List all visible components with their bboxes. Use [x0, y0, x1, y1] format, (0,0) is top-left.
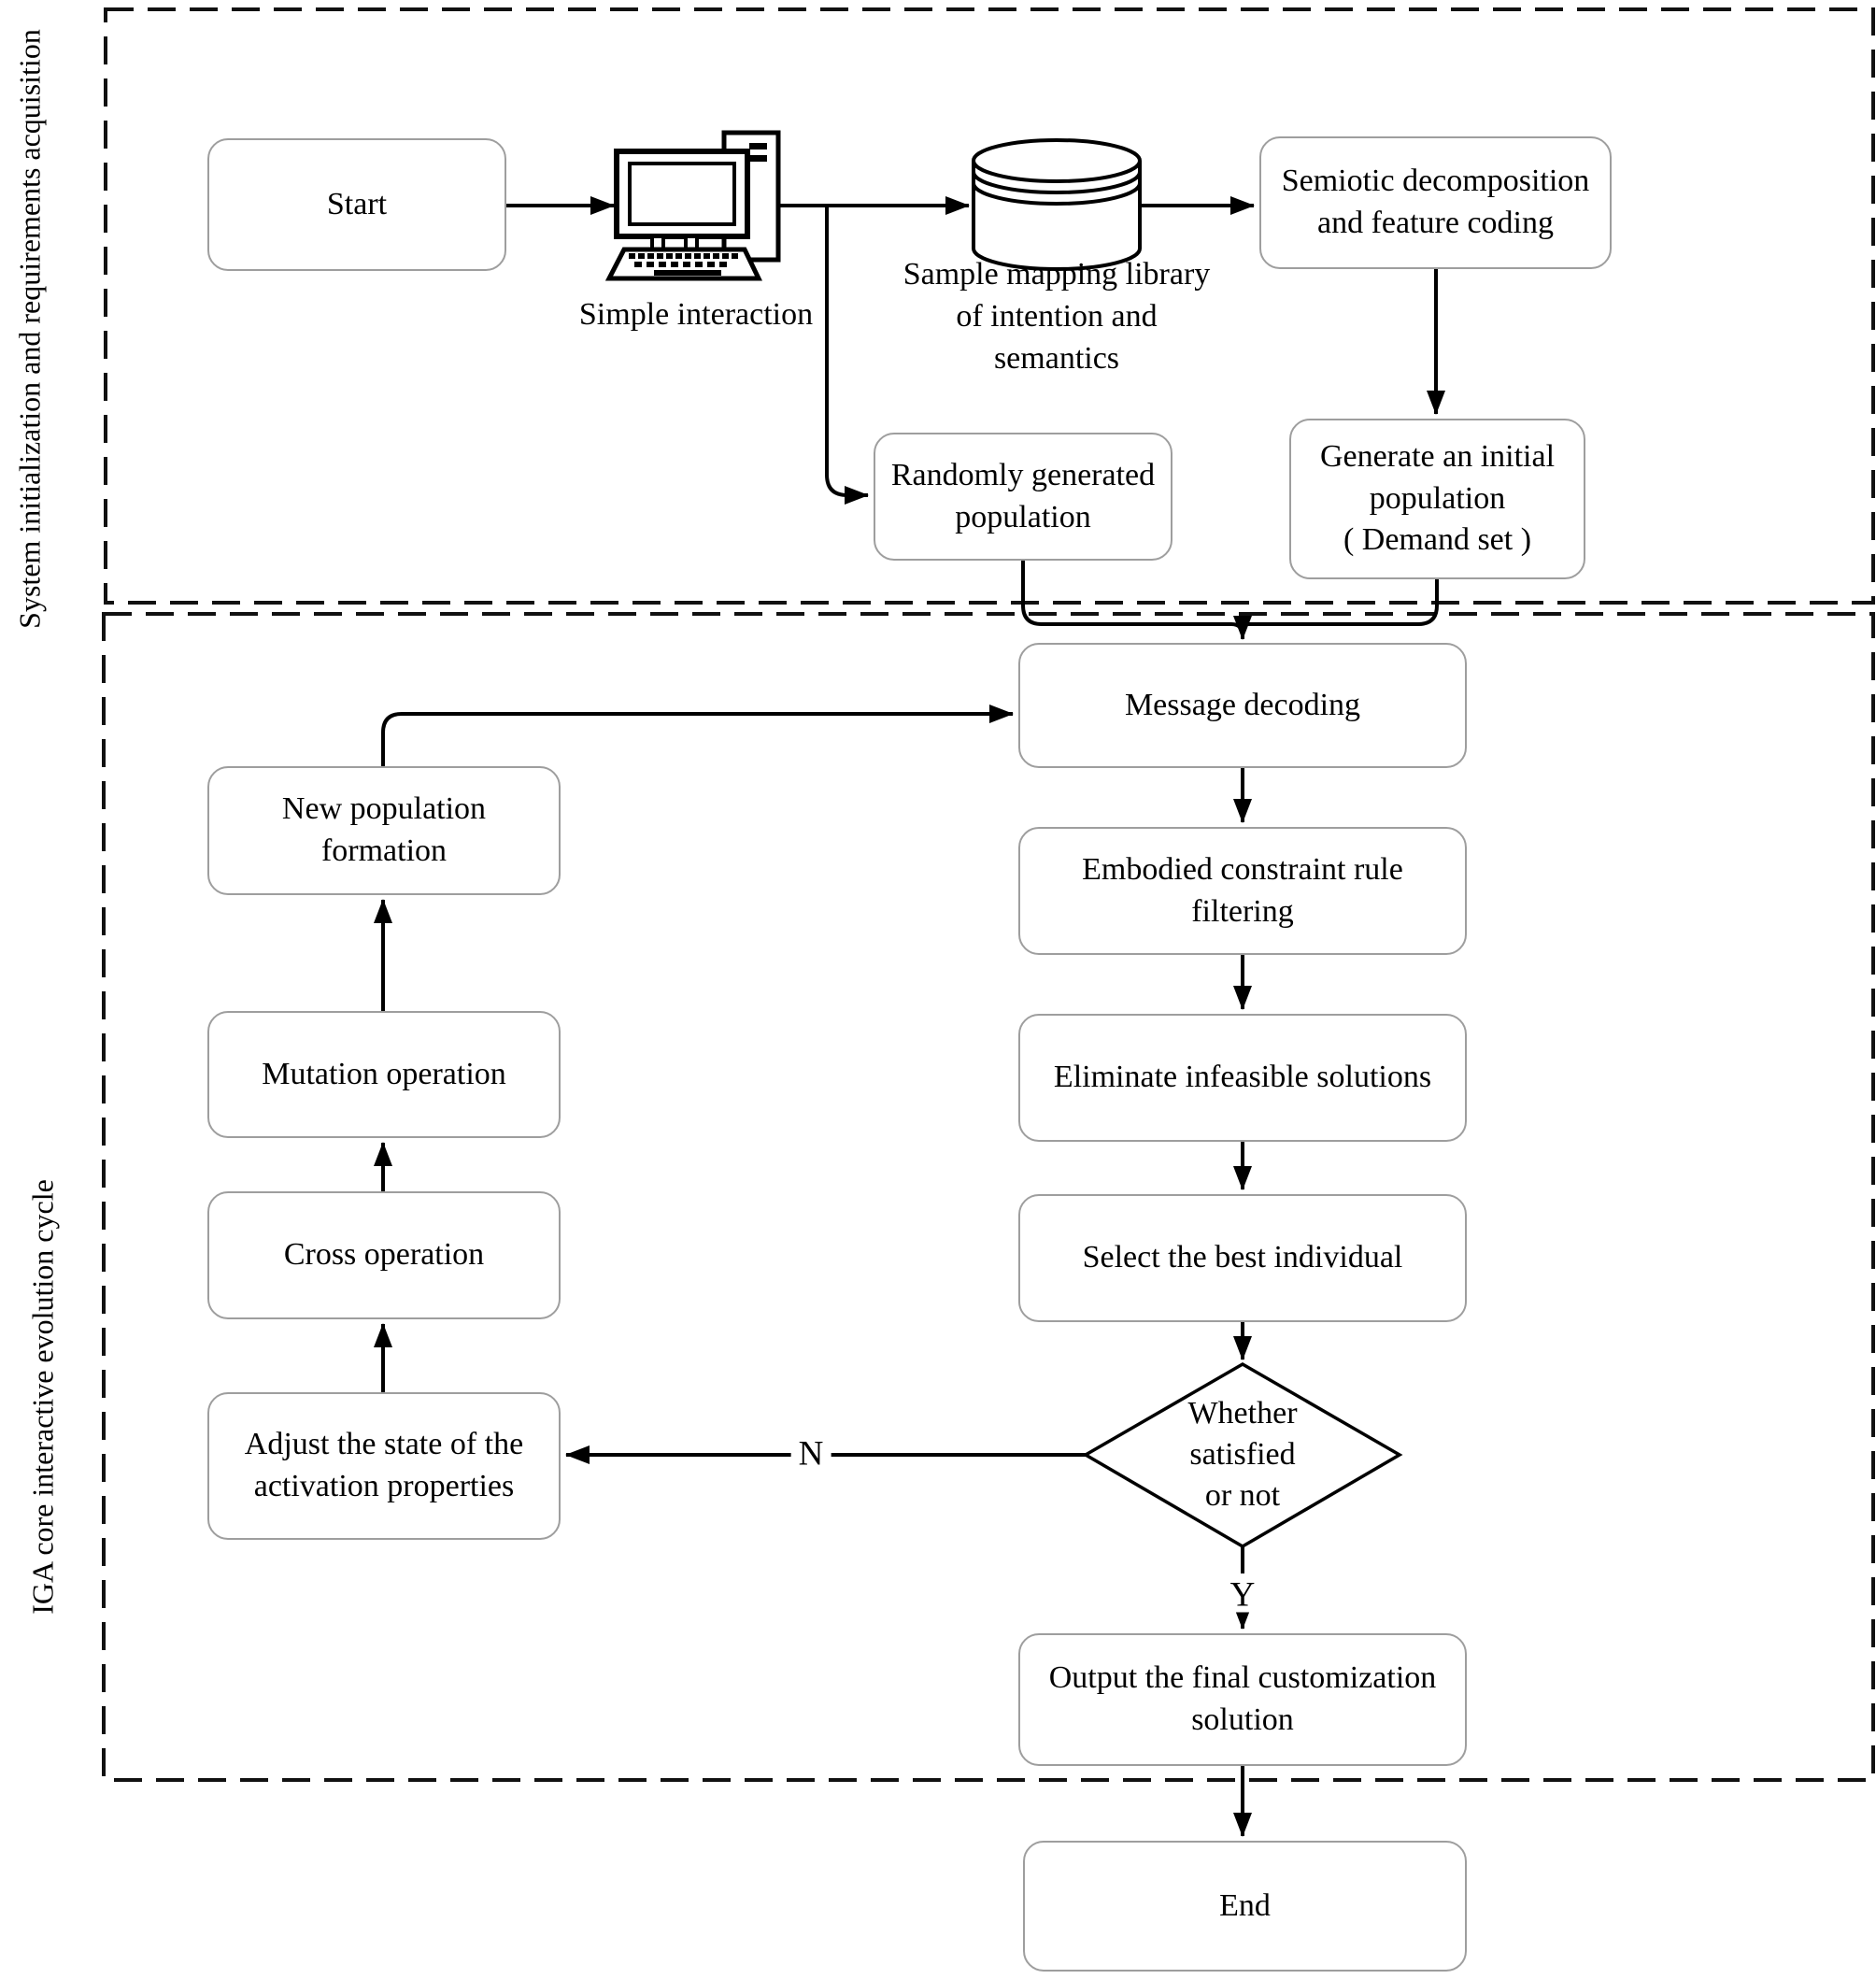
- node-label: End: [1219, 1887, 1271, 1923]
- select-best-node: Select the best individual: [1018, 1194, 1467, 1322]
- node-label: or not: [1204, 1478, 1281, 1514]
- node-label: Semiotic decomposition: [1281, 164, 1590, 199]
- initial-population-node: Generate an initial population ( Demand …: [1289, 419, 1585, 579]
- node-label: Sample mapping library: [902, 257, 1211, 292]
- node-label: solution: [1191, 1702, 1294, 1737]
- node-label: population: [1369, 480, 1506, 516]
- arrow-new-population-to-message-decoding: [381, 705, 1014, 766]
- node-label: formation: [320, 833, 448, 868]
- database-cylinder-icon: [972, 138, 1142, 271]
- node-label: Select the best individual: [1082, 1240, 1403, 1275]
- node-label: filtering: [1191, 893, 1294, 929]
- node-label: Simple interaction: [578, 297, 814, 332]
- section-frame-evolution-cycle: [102, 612, 1875, 1782]
- section-frame-initialization: [104, 7, 1875, 605]
- new-population-node: New population formation: [207, 766, 561, 895]
- node-label: Message decoding: [1124, 687, 1361, 722]
- decision-node-text: Whether satisfied or not: [1102, 1383, 1383, 1527]
- constraint-filtering-node: Embodied constraint rule filtering: [1018, 827, 1467, 955]
- random-population-node: Randomly generated population: [874, 433, 1172, 561]
- node-label: Whether: [1187, 1395, 1298, 1431]
- node-label: New population: [281, 791, 487, 827]
- node-label: Cross operation: [283, 1237, 485, 1273]
- node-label: semantics: [993, 340, 1120, 376]
- node-label: and feature coding: [1317, 206, 1554, 240]
- arrow-random-population-to-message-decoding: [1021, 561, 1252, 640]
- node-label: Adjust the state of the: [244, 1427, 524, 1462]
- node-label: Eliminate infeasible solutions: [1053, 1060, 1432, 1095]
- message-decoding-node: Message decoding: [1018, 643, 1467, 768]
- mutation-operation-node: Mutation operation: [207, 1011, 561, 1138]
- simple-interaction-label: Simple interaction: [523, 294, 869, 336]
- line-initial-population-join: [1244, 579, 1439, 626]
- node-label: Mutation operation: [262, 1056, 506, 1091]
- semiotic-decomposition-node: Semiotic decomposition and feature codin…: [1259, 136, 1612, 269]
- node-label: Generate an initial: [1319, 438, 1556, 474]
- node-label: activation properties: [253, 1469, 515, 1503]
- arrow-computer-to-random-population: [825, 206, 869, 505]
- node-label: ( Demand set ): [1343, 522, 1532, 558]
- sample-library-label: Sample mapping library of intention and …: [878, 254, 1235, 380]
- decision-yes-label: Y: [1222, 1577, 1263, 1613]
- node-label: Randomly generated: [890, 457, 1156, 492]
- eliminate-infeasible-node: Eliminate infeasible solutions: [1018, 1014, 1467, 1142]
- node-label: Output the final customization: [1048, 1660, 1437, 1696]
- section-label-evolution-cycle: IGA core interactive evolution cycle: [25, 1179, 60, 1615]
- output-solution-node: Output the final customization solution: [1018, 1633, 1467, 1766]
- decision-no-label: N: [790, 1436, 831, 1472]
- end-node: End: [1023, 1841, 1467, 1972]
- decision-diamond: [1082, 1361, 1403, 1549]
- adjust-state-node: Adjust the state of the activation prope…: [207, 1392, 561, 1540]
- start-node: Start: [207, 138, 506, 271]
- node-label: of intention and: [956, 298, 1158, 334]
- node-label: satisfied: [1189, 1436, 1296, 1472]
- cross-operation-node: Cross operation: [207, 1191, 561, 1319]
- section-label-initialization: System initialization and requirements a…: [12, 29, 47, 629]
- node-label: Embodied constraint rule: [1082, 851, 1403, 887]
- node-label: population: [955, 499, 1091, 534]
- node-label: Start: [326, 186, 388, 221]
- computer-icon: [604, 130, 781, 281]
